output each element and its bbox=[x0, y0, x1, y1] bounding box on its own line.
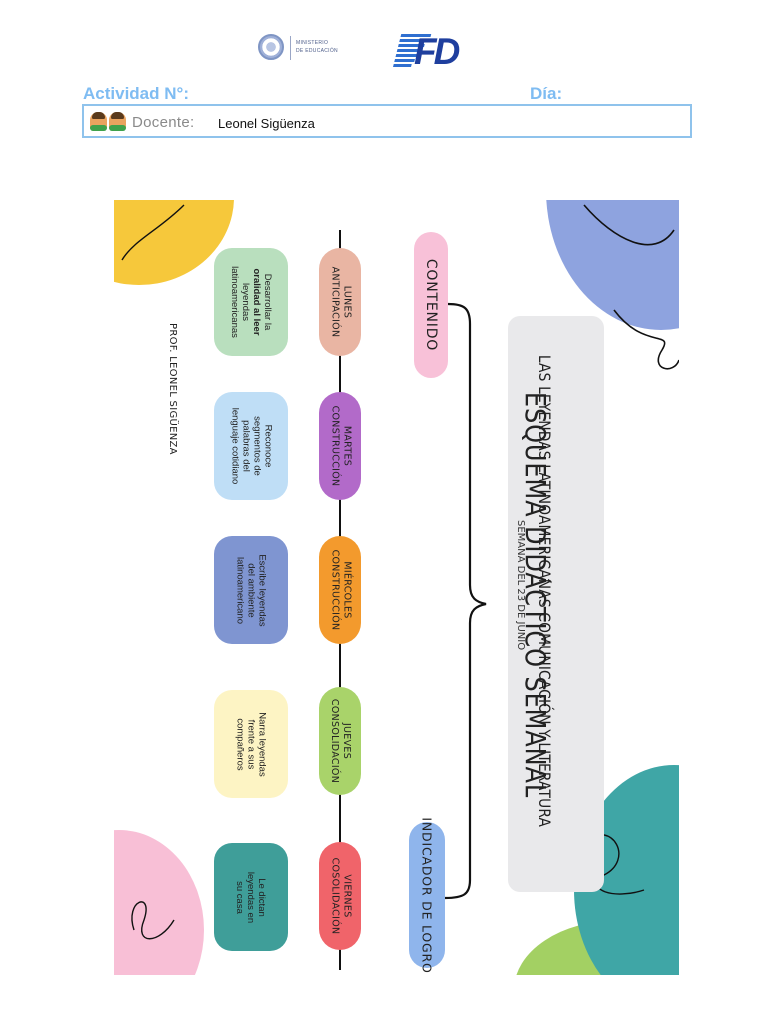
day-name: VIERNES bbox=[341, 874, 352, 918]
day-phase: CONSOLIDACIÓN bbox=[329, 698, 340, 784]
contenido-pill: CONTENIDO bbox=[414, 232, 448, 378]
activity-card-jueves: Narra leyendas frente a sus compañeros bbox=[214, 690, 288, 798]
day-phase: CONSTRUCCIÓN bbox=[329, 549, 341, 631]
actividad-label: Actividad N°: bbox=[83, 84, 189, 103]
weekly-scheme-poster: ESQUEMA DIDÁCTICO SEMANAL SEMANA DEL 23 … bbox=[114, 200, 679, 975]
indicador-pill: INDICADOR DE LOGRO bbox=[409, 817, 445, 973]
ministry-logo: MINISTERIO DE EDUCACIÓN bbox=[258, 32, 348, 68]
ministry-logo-line-1: MINISTERIO bbox=[296, 40, 329, 46]
poster-subtitle: SEMANA DEL 23 DE JUNIO bbox=[515, 520, 526, 651]
teachers-icon bbox=[90, 112, 128, 132]
docente-label: Docente: bbox=[132, 114, 195, 131]
title-panel bbox=[508, 316, 604, 892]
day-pill-jueves: JUEVES CONSOLIDACIÓN bbox=[319, 687, 361, 795]
day-phase: COSOLIDACIÓN bbox=[329, 857, 340, 935]
activity-line: Escribe leyendas bbox=[256, 553, 268, 627]
activity-line: su casa bbox=[234, 880, 246, 914]
activity-card-viernes: Le dictan leyendas en su casa bbox=[214, 843, 288, 951]
day-name: LUNES bbox=[341, 285, 352, 319]
fd-logo-text: FD bbox=[414, 31, 460, 72]
activity-card-martes: Reconoce segmentos de palabras del lengu… bbox=[214, 392, 288, 500]
activity-line: segmentos de bbox=[251, 416, 262, 476]
activity-line: oralidad al leer bbox=[250, 268, 262, 336]
activity-line: leyendas en bbox=[245, 871, 257, 923]
activity-line: Reconoce bbox=[262, 424, 273, 468]
day-phase: CONSTRUCCIÓN bbox=[329, 405, 341, 487]
activity-line: Le dictan bbox=[256, 877, 268, 917]
activity-line: lenguaje cotidiano bbox=[229, 407, 240, 485]
activity-card-miercoles: Escribe leyendas del ambiente latinoamer… bbox=[214, 536, 288, 644]
day-pill-lunes: LUNES ANTICIPACIÓN bbox=[319, 248, 361, 356]
day-pill-martes: MARTES CONSTRUCCIÓN bbox=[319, 392, 361, 500]
activity-card-lunes: Desarrollar la oralidad al leer leyendas… bbox=[214, 248, 288, 356]
dia-label: Día: bbox=[530, 84, 563, 103]
activity-line: Desarrollar la bbox=[261, 273, 273, 331]
activity-line: leyendas bbox=[239, 282, 251, 322]
docente-name: Leonel Sigüenza bbox=[218, 116, 315, 131]
activity-line: latinoamericanas bbox=[228, 266, 240, 338]
author-credit: PROF. LEONEL SIGÜENZA bbox=[167, 323, 178, 455]
day-pill-viernes: VIERNES COSOLIDACIÓN bbox=[319, 842, 361, 950]
activity-line: palabras del bbox=[240, 420, 251, 472]
activity-line: latinoamericano bbox=[234, 556, 246, 624]
ministry-seal-icon bbox=[258, 34, 284, 60]
ministry-logo-line-2: DE EDUCACIÓN bbox=[296, 48, 338, 54]
logo-divider bbox=[290, 36, 291, 60]
activity-line: compañeros bbox=[234, 717, 246, 771]
activity-line: frente a sus bbox=[245, 719, 257, 769]
day-pill-miercoles: MIÉRCOLES CONSTRUCCIÓN bbox=[319, 536, 361, 644]
poster-topic: LAS LEYENDAS LATINOAMERICANAS COMUNICACI… bbox=[535, 354, 554, 828]
day-name: MARTES bbox=[341, 425, 353, 467]
activity-line: Narra leyendas bbox=[256, 711, 268, 777]
fd-logo: FD bbox=[393, 30, 469, 72]
activity-line: del ambiente bbox=[245, 562, 257, 618]
day-name: MIÉRCOLES bbox=[341, 561, 353, 619]
day-phase: ANTICIPACIÓN bbox=[329, 266, 340, 338]
contenido-label: CONTENIDO bbox=[423, 258, 439, 352]
indicador-label: INDICADOR DE LOGRO bbox=[419, 816, 435, 974]
docente-field bbox=[82, 104, 692, 138]
day-name: JUEVES bbox=[341, 722, 352, 760]
